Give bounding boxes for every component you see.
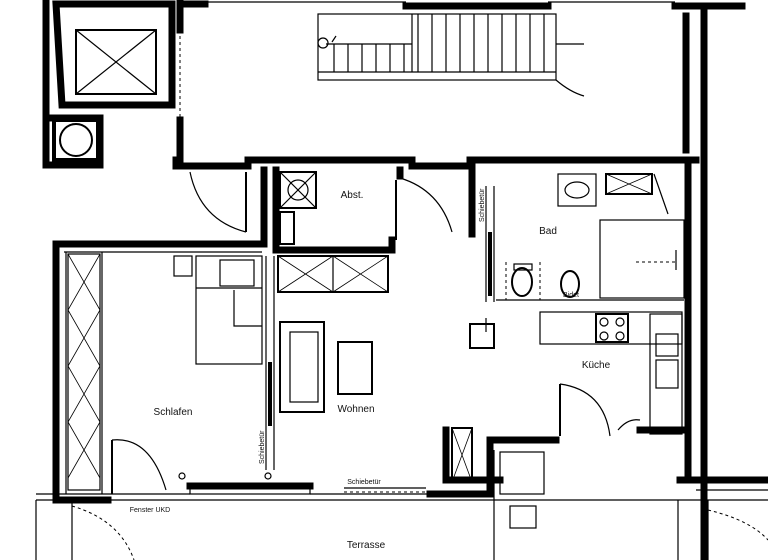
label-bidet: Bidet [563, 292, 579, 299]
label-schlafen: Schlafen [154, 407, 193, 418]
entrance-door [189, 171, 247, 233]
apartment-walls [36, 156, 768, 504]
wardrobe-schlafen [67, 253, 101, 491]
cabinet-wohnen [451, 427, 473, 483]
terrace-elements [35, 450, 768, 560]
label-schiebetuer-schlafen: Schiebetür [259, 430, 266, 464]
stair-treads [333, 14, 545, 72]
room-labels: Abst. Bad Küche Schlafen Wohnen Terrasse [154, 190, 611, 551]
schlafen-furniture [111, 255, 311, 495]
annotation-labels: Schiebetür Schiebetür Schiebetür Bidet F… [130, 188, 579, 514]
stairwell-area [42, 0, 746, 560]
label-schiebetuer-bad: Schiebetür [479, 188, 486, 222]
label-bad: Bad [539, 226, 557, 237]
label-wohnen: Wohnen [337, 404, 374, 415]
kueche-fixtures [469, 311, 683, 437]
label-kueche: Küche [582, 360, 611, 371]
label-abst: Abst. [341, 190, 364, 201]
bad-fixtures [485, 173, 685, 302]
label-terrasse: Terrasse [347, 540, 386, 551]
abst-fixtures [279, 171, 453, 245]
label-schiebetuer-terrasse: Schiebetür [347, 479, 381, 486]
wohnen-furniture [277, 255, 389, 413]
label-fenster: Fenster UKD [130, 507, 170, 514]
